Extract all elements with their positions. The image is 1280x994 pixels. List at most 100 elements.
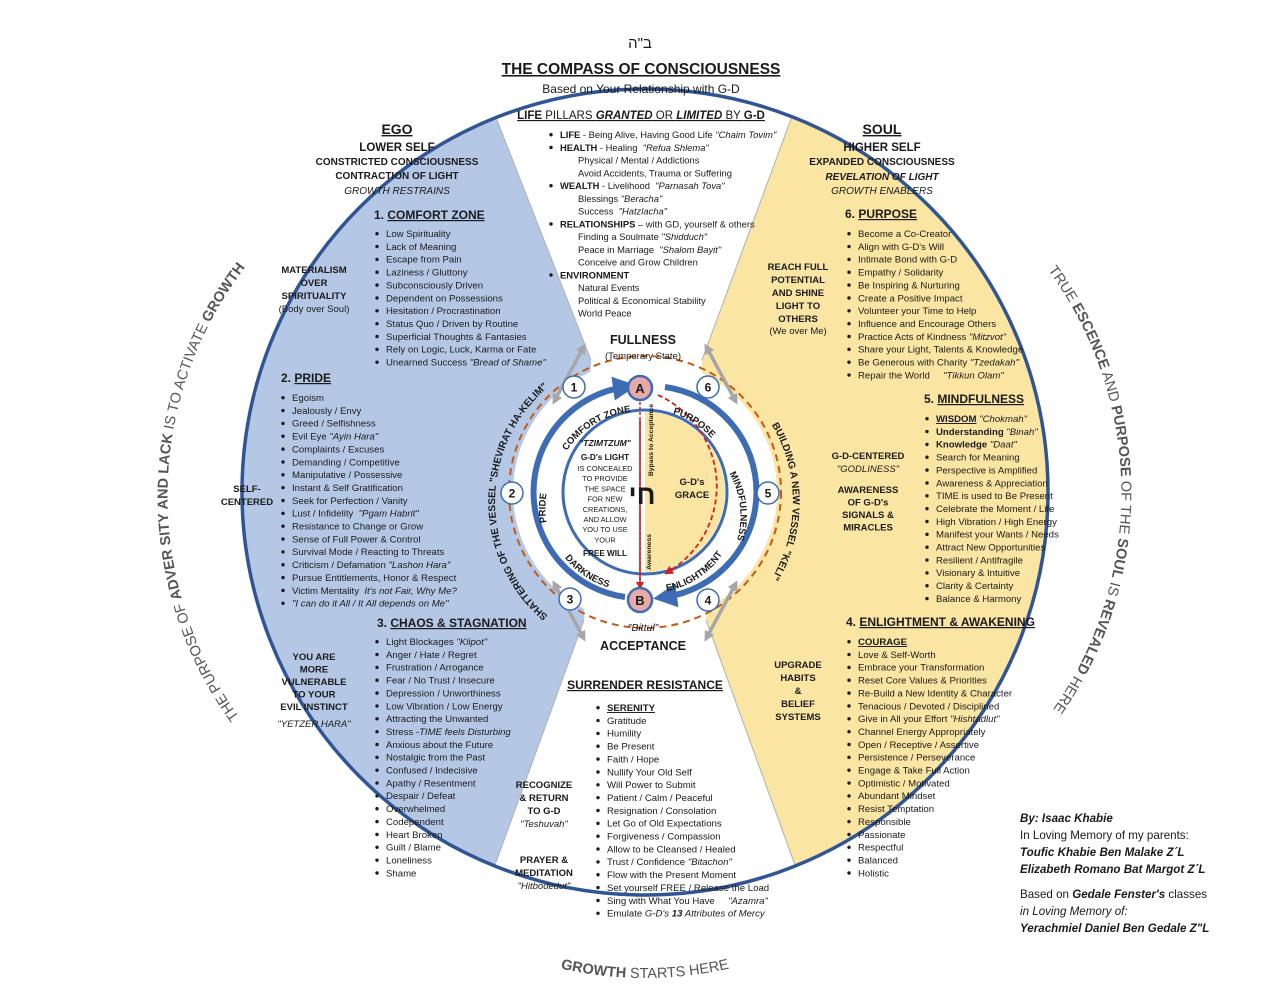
bittul-label: "Bittul": [628, 622, 660, 634]
bullet-dot: [375, 244, 379, 249]
bullet-dot: [375, 807, 379, 811]
bullet-dot: [847, 244, 851, 249]
node-b-circle: [626, 586, 654, 614]
bullet-dot: [847, 729, 851, 734]
gd-light-text: AND ALLOW: [583, 515, 626, 524]
ego-note-yetzer-hara: "YETZER HARA": [277, 719, 351, 730]
pillar-item: WEALTH - Livelihood "Parnasah Tova": [560, 180, 725, 191]
bullet-dot: [847, 257, 851, 262]
bullet-dot: [925, 545, 929, 549]
soul-note-reach: POTENTIAL: [771, 275, 825, 286]
pillar-subitem: Political & Economical Stability: [578, 295, 706, 306]
chaos-item: Despair / Defeat: [386, 791, 456, 802]
bullet-dot: [375, 334, 379, 339]
bullet-dot: [925, 519, 929, 524]
gd-grace-label: G-D's: [680, 477, 705, 488]
surrender-item: Trust / Confidence "Bitachon": [607, 857, 732, 868]
bullet-dot: [549, 133, 553, 137]
bh-heading: ב"ה: [628, 35, 652, 52]
gd-grace-label: GRACE: [675, 490, 709, 501]
section-title-enlightment: 4. ENLIGHTMENT & AWAKENING: [846, 615, 1035, 629]
enlightment-item: Resist Temptation: [858, 804, 934, 815]
enlightment-item: Passionate: [858, 830, 905, 841]
soul-note-awareness: SIGNALS &: [842, 510, 894, 521]
credits-author: By: Isaac Khabie: [1020, 812, 1113, 825]
bullet-dot: [375, 640, 379, 644]
bullet-dot: [925, 584, 929, 588]
soul-note-reach: REACH FULL: [768, 262, 829, 273]
soul-note-reach: LIGHT TO: [776, 301, 820, 312]
bullet-dot: [847, 321, 851, 326]
enlightment-item: COURAGE: [858, 637, 908, 648]
bullet-dot: [847, 347, 851, 352]
pride-item: Sense of Full Power & Control: [292, 534, 421, 545]
soul-note-awareness: MIRACLES: [843, 523, 893, 534]
bullet-dot: [375, 858, 379, 862]
pride-item: Evil Eye "Ayin Hara": [292, 432, 379, 443]
surrender-item: Be Present: [607, 742, 655, 753]
pillar-subitem: Natural Events: [578, 282, 640, 293]
section-title-pride: 2. PRIDE: [281, 371, 331, 385]
ego-note-vulnerable: VULNERABLE: [282, 677, 347, 688]
bullet-dot: [375, 871, 379, 875]
node-a: A: [626, 374, 654, 402]
purpose-item: Become a Co-Creator: [858, 229, 952, 240]
bullet-dot: [847, 373, 851, 377]
bullet-dot: [281, 421, 285, 426]
node-b-letter: B: [635, 593, 644, 608]
bullet-dot: [375, 283, 379, 287]
awareness-label: Awareness: [646, 534, 653, 570]
bullet-dot: [596, 834, 600, 838]
enlightment-item: Responsible: [858, 817, 911, 828]
pillars-title: LIFE PILLARS GRANTED OR LIMITED BY G-D: [517, 110, 765, 122]
chaos-item: Codependent: [386, 817, 444, 828]
pride-item: Resistance to Change or Grow: [292, 522, 423, 533]
credits-parent-1: Toufic Khabie Ben Malake Z´L: [1020, 846, 1185, 859]
gd-light-text: THE SPACE: [584, 484, 625, 493]
enlightment-item: Embrace your Transformation: [858, 663, 984, 674]
bullet-dot: [847, 232, 851, 236]
mindfulness-item: High Vibration / High Energy: [936, 517, 1057, 528]
gd-light-text: FOR NEW: [588, 495, 623, 504]
bullet-dot: [281, 396, 285, 400]
chaos-item: Fear / No Trust / Insecure: [386, 676, 495, 687]
bullet-dot: [847, 270, 851, 274]
bullet-dot: [281, 447, 285, 451]
soul-note-reach: OTHERS: [778, 314, 818, 325]
bullet-dot: [375, 309, 379, 313]
purpose-item: Repair the World "Tikkun Olam": [858, 370, 1004, 381]
purpose-item: Influence and Encourage Others: [858, 319, 996, 330]
soul-note-upgrade: HABITS: [780, 673, 815, 684]
mindfulness-item: Visionary & Intuitive: [936, 568, 1020, 579]
ego-subtitle: CONTRACTION OF LIGHT: [335, 171, 458, 182]
bullet-dot: [596, 873, 600, 877]
surrender-note-teshuvah: "Teshuvah": [520, 819, 568, 830]
chaos-item: Nostalgic from the Past: [386, 753, 486, 764]
bullet-dot: [281, 511, 285, 516]
bypass-label: Bypass to Acceptance: [648, 404, 655, 476]
comfort-zone-item: Status Quo / Driven by Routine: [386, 319, 518, 330]
bullet-dot: [847, 832, 851, 837]
bullet-dot: [596, 808, 600, 813]
step-number: 6: [705, 381, 712, 395]
soul-note-we-over-me: (We over Me): [769, 326, 826, 337]
surrender-item: Gratitude: [607, 716, 646, 727]
credits-memory-2: in Loving Memory of:: [1020, 905, 1128, 918]
surrender-note-prayer: PRAYER &: [520, 855, 568, 866]
node-b: B: [626, 586, 654, 614]
mindfulness-item: Celebrate the Moment / Life: [936, 504, 1054, 515]
enlightment-item: Respectful: [858, 843, 903, 854]
soul-tag: GROWTH ENABLERS: [831, 186, 933, 197]
purpose-item: Create a Positive Impact: [858, 293, 963, 304]
surrender-item: Faith / Hope: [607, 754, 659, 765]
node-a-letter: A: [635, 381, 645, 396]
step-number: 1: [571, 381, 578, 395]
mindfulness-item: Resilient / Antifragile: [936, 555, 1023, 566]
bullet-dot: [847, 283, 851, 287]
pillar-item: ENVIRONMENT: [560, 269, 630, 280]
comfort-zone-item: Hesitation / Procrastination: [386, 306, 501, 317]
bullet-dot: [375, 832, 379, 837]
mindfulness-item: Perspective is Amplified: [936, 465, 1037, 476]
enlightment-item: Reset Core Values & Priorities: [858, 676, 987, 687]
surrender-item: Patient / Calm / Peaceful: [607, 793, 713, 804]
